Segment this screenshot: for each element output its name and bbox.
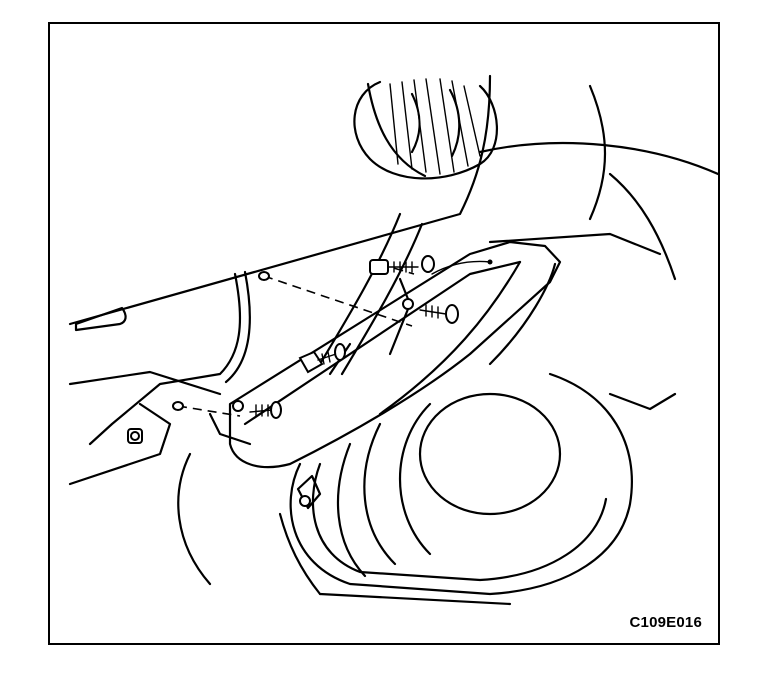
wire-lead bbox=[431, 259, 493, 275]
panel-holes bbox=[172, 271, 270, 411]
alignment-lines bbox=[177, 263, 415, 417]
mounting-bracket bbox=[208, 232, 662, 469]
fastener-lower-left bbox=[232, 400, 282, 419]
fastener-bracket-right bbox=[402, 298, 459, 324]
dash-panel-outline bbox=[68, 74, 718, 486]
bracket-installation-drawing bbox=[68, 74, 718, 606]
retaining-clip bbox=[296, 474, 322, 510]
lower-housing bbox=[177, 372, 677, 606]
fastener-middle bbox=[298, 343, 346, 374]
air-vent-grille bbox=[353, 78, 499, 180]
figure-id-label: C109E016 bbox=[629, 614, 702, 631]
fastener-upper bbox=[369, 255, 435, 275]
diagram-frame: C109E016 bbox=[48, 22, 720, 645]
left-mounting-stud bbox=[127, 428, 143, 444]
